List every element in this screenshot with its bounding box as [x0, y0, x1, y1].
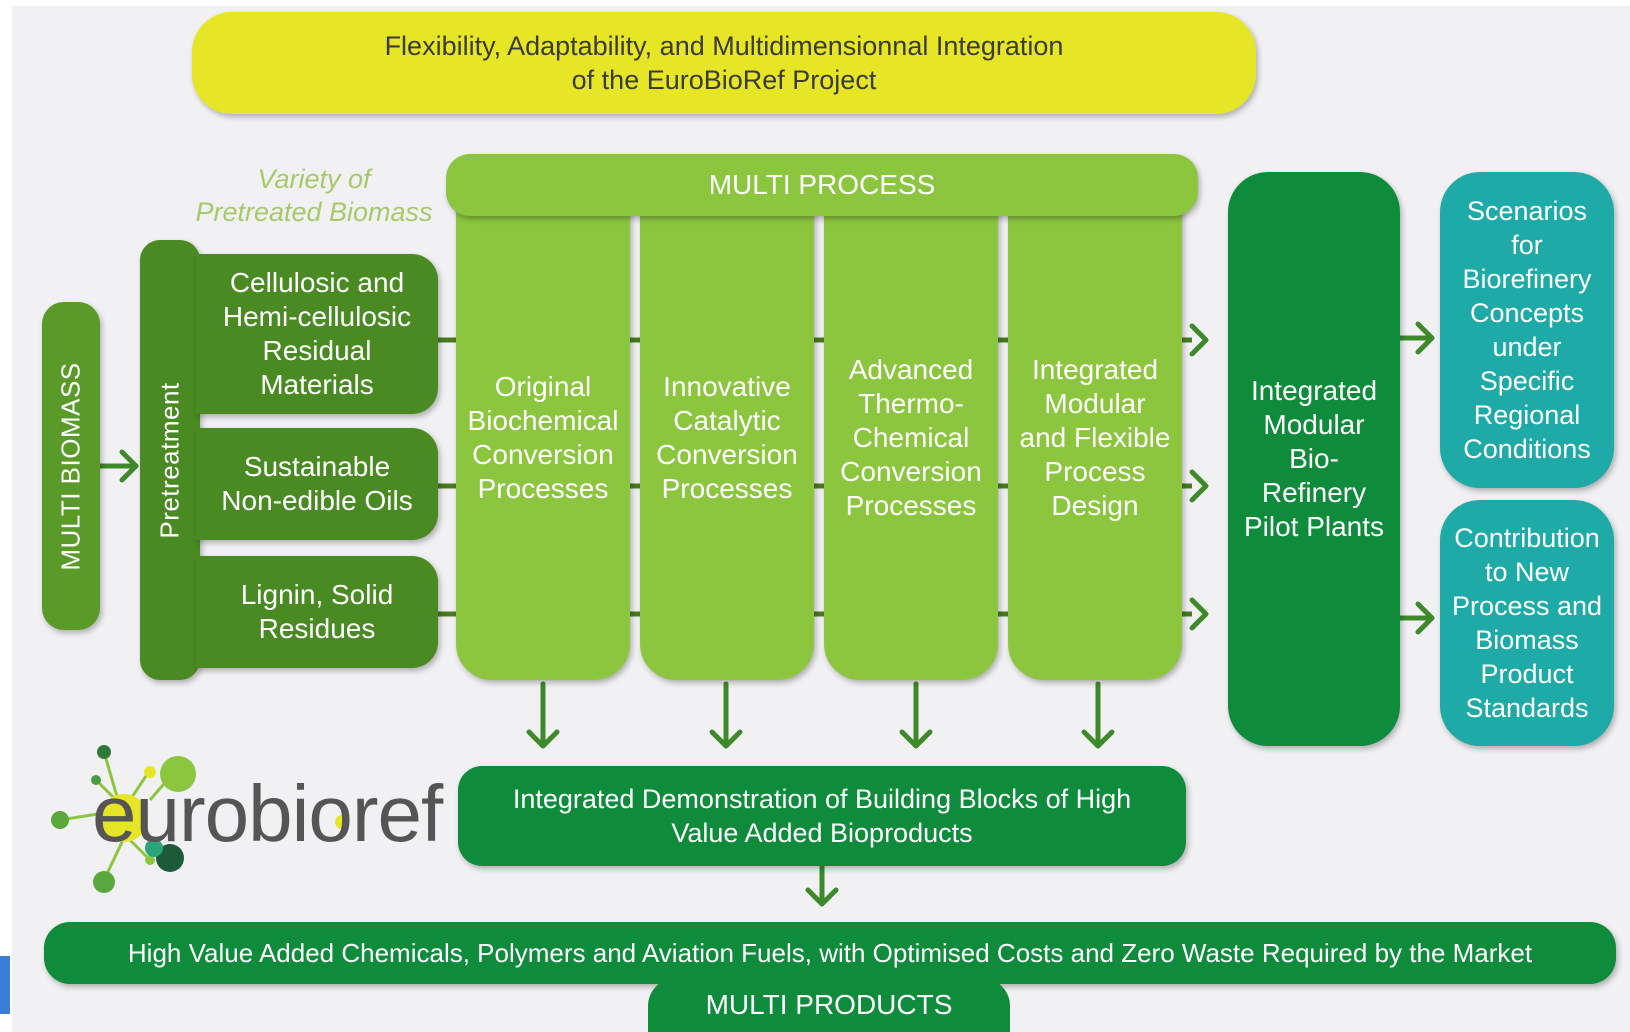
biomass-text-line: Sustainable — [243, 451, 391, 482]
biomass-text-line: Lignin, Solid — [240, 579, 394, 610]
pretreatment-box: Pretreatment — [140, 240, 200, 680]
arrow-process-to-pilot-1 — [1189, 323, 1209, 357]
outcome-text-line: Biorefinery — [1462, 264, 1592, 294]
process-text-line: Integrated — [1031, 354, 1159, 385]
process-text-line: Chemical — [852, 422, 970, 453]
process-text-line: Process — [1044, 456, 1146, 487]
logo-prefix: e — [92, 769, 136, 858]
scenarios-box: Scenarios for Biorefinery Concepts under… — [1440, 172, 1614, 488]
pilot-text-line: Refinery — [1261, 477, 1367, 508]
biomass-text-line: Hemi-cellulosic — [222, 301, 412, 332]
demonstration-box: Integrated Demonstration of Building Blo… — [458, 766, 1186, 866]
biomass-text-line: Residual — [262, 335, 372, 366]
multi-products-tab: MULTI PRODUCTS — [648, 978, 1010, 1032]
eurobioref-wordmark: eurobioref — [92, 774, 443, 854]
multi-biomass-box: MULTI BIOMASS — [42, 302, 100, 630]
outcome-text-line: Product — [1480, 659, 1574, 689]
process-thermochemical: Advanced Thermo- Chemical Conversion Pro… — [824, 196, 998, 680]
biomass-text-line: Materials — [260, 369, 374, 400]
variety-line-1: Variety of — [257, 164, 371, 194]
arrow-biomass-to-pretreatment — [119, 449, 139, 483]
process-text-line: and Flexible — [1019, 422, 1171, 453]
process-text-line: Design — [1051, 490, 1139, 521]
biomass-lignin-box: Lignin, Solid Residues — [196, 556, 438, 668]
outcome-text-line: for — [1511, 230, 1543, 260]
outcome-text-line: to New — [1484, 557, 1570, 587]
arrow-demo-down — [805, 887, 839, 907]
variety-line-2: Pretreated Biomass — [195, 197, 433, 227]
variety-label: Variety of Pretreated Biomass — [186, 160, 442, 232]
pilot-text-line: Integrated — [1250, 375, 1378, 406]
demonstration-line-1: Integrated Demonstration of Building Blo… — [512, 784, 1132, 814]
outcome-text-line: Regional — [1473, 400, 1581, 430]
side-accent-tab — [0, 956, 10, 1014]
outcome-text-line: under — [1492, 332, 1562, 362]
pilot-text-line: Modular — [1263, 409, 1365, 440]
banner-line-1: Flexibility, Adaptability, and Multidime… — [384, 31, 1064, 61]
biomass-oils-box: Sustainable Non-edible Oils — [196, 428, 438, 540]
contribution-box: Contribution to New Process and Biomass … — [1440, 500, 1614, 746]
biomass-text-line: Cellulosic and — [229, 267, 405, 298]
high-value-bar: High Value Added Chemicals, Polymers and… — [44, 922, 1616, 984]
process-text-line: Conversion — [472, 439, 614, 470]
multi-products-label: MULTI PRODUCTS — [705, 989, 953, 1020]
outcome-text-line: Process and — [1451, 591, 1603, 621]
process-text-line: Innovative — [663, 371, 791, 402]
outcome-text-line: Standards — [1465, 693, 1589, 723]
multi-process-bar: MULTI PROCESS — [446, 154, 1198, 216]
process-catalytic: Innovative Catalytic Conversion Processe… — [640, 196, 814, 680]
biomass-text-line: Non-edible Oils — [221, 485, 413, 516]
process-text-line: Modular — [1044, 388, 1146, 419]
process-modular-design: Integrated Modular and Flexible Process … — [1008, 196, 1182, 680]
arrow-process-to-pilot-3 — [1189, 597, 1209, 631]
arrow-col1-down — [526, 729, 560, 749]
outcome-text-line: Specific — [1479, 366, 1575, 396]
process-text-line: Processes — [661, 473, 793, 504]
arrow-pilot-to-scenarios — [1415, 321, 1435, 355]
pilot-text-line: Bio- — [1289, 443, 1339, 474]
outcome-text-line: Contribution — [1454, 523, 1600, 553]
process-text-line: Processes — [477, 473, 609, 504]
outcome-text-line: Scenarios — [1466, 196, 1588, 226]
outcome-text-line: Concepts — [1469, 298, 1585, 328]
process-text-line: Catalytic — [673, 405, 781, 436]
process-text-line: Processes — [845, 490, 977, 521]
pilot-plants-box: Integrated Modular Bio- Refinery Pilot P… — [1228, 172, 1400, 746]
outcome-text-line: Biomass — [1475, 625, 1579, 655]
pilot-text-line: Pilot Plants — [1243, 511, 1385, 542]
outcome-text-line: Conditions — [1463, 434, 1591, 464]
multi-process-label: MULTI PROCESS — [708, 169, 936, 200]
process-biochemical: Original Biochemical Conversion Processe… — [456, 196, 630, 680]
arrow-process-to-pilot-2 — [1189, 469, 1209, 503]
process-text-line: Conversion — [656, 439, 798, 470]
demonstration-line-2: Value Added Bioproducts — [671, 818, 973, 848]
high-value-label: High Value Added Chemicals, Polymers and… — [127, 937, 1533, 968]
process-text-line: Thermo- — [858, 388, 964, 419]
arrow-col4-down — [1081, 729, 1115, 749]
process-text-line: Advanced — [848, 354, 974, 385]
arrow-pilot-to-contribution — [1415, 601, 1435, 635]
project-banner: Flexibility, Adaptability, and Multidime… — [192, 12, 1256, 114]
process-text-line: Conversion — [840, 456, 982, 487]
biomass-cellulosic-box: Cellulosic and Hemi-cellulosic Residual … — [196, 254, 438, 414]
banner-line-2: of the EuroBioRef Project — [571, 65, 877, 95]
biomass-text-line: Residues — [258, 613, 376, 644]
process-text-line: Biochemical — [467, 405, 619, 436]
process-text-line: Original — [494, 371, 592, 402]
arrow-col2-down — [709, 729, 743, 749]
logo-word: urobioref — [135, 769, 444, 858]
arrow-col3-down — [899, 729, 933, 749]
